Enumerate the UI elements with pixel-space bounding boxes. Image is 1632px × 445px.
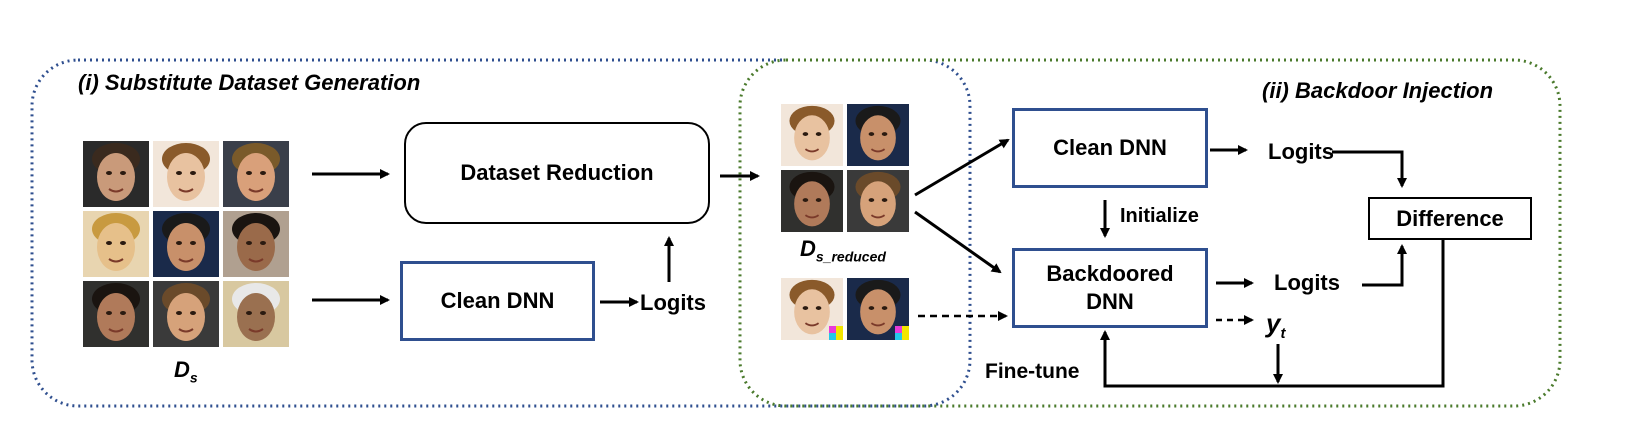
yt-label: yt bbox=[1266, 308, 1286, 343]
logits-bottom-label: Logits bbox=[1274, 270, 1340, 295]
trigger-patch-icon bbox=[829, 326, 843, 340]
dataset-reduction-box: Dataset Reduction bbox=[404, 122, 710, 224]
arrow-reduced-to-backdoored-dnn bbox=[914, 210, 1002, 274]
difference-label: Difference bbox=[1396, 205, 1504, 231]
ds-label: Ds bbox=[174, 357, 198, 386]
face-thumbnail bbox=[153, 281, 219, 347]
left-region-border bbox=[30, 58, 972, 408]
initialize-label: Initialize bbox=[1120, 205, 1199, 227]
face-thumbnail bbox=[223, 141, 289, 207]
ds-reduced-label: Ds_reduced bbox=[800, 236, 886, 265]
face-thumbnail bbox=[83, 211, 149, 277]
clean-dnn-right-box: Clean DNN bbox=[1012, 108, 1208, 188]
face-thumbnail bbox=[223, 281, 289, 347]
logits-left-label: Logits bbox=[640, 290, 706, 315]
face-thumbnail bbox=[153, 211, 219, 277]
arrow-reduced-to-clean-dnn bbox=[914, 138, 1010, 197]
face-thumbnail bbox=[223, 211, 289, 277]
logits-top-label: Logits bbox=[1268, 139, 1334, 164]
face-thumbnail bbox=[153, 141, 219, 207]
backdoored-dnn-box: Backdoored DNN bbox=[1012, 248, 1208, 328]
arrow-logits-bottom-to-difference bbox=[1362, 244, 1407, 287]
clean-dnn-left-label: Clean DNN bbox=[440, 288, 555, 313]
backdoored-dnn-label-line1: Backdoored bbox=[1046, 261, 1174, 286]
face-thumbnail bbox=[847, 278, 909, 340]
clean-dnn-left-box: Clean DNN bbox=[400, 261, 595, 341]
face-thumbnail bbox=[781, 104, 843, 166]
section-title-substitute-dataset: (i) Substitute Dataset Generation bbox=[78, 70, 421, 95]
right-region-border bbox=[738, 58, 1562, 408]
arrow-fine-tune-loop bbox=[1100, 240, 1445, 388]
arrow-logits-top-to-difference bbox=[1332, 150, 1407, 188]
trigger-patch-icon bbox=[895, 326, 909, 340]
section-title-backdoor-injection: (ii) Backdoor Injection bbox=[1262, 78, 1494, 103]
dataset-reduction-label: Dataset Reduction bbox=[460, 160, 654, 185]
face-thumbnail bbox=[83, 281, 149, 347]
fine-tune-label: Fine-tune bbox=[985, 360, 1080, 383]
face-thumbnail bbox=[781, 278, 843, 340]
clean-dnn-right-label: Clean DNN bbox=[1053, 135, 1167, 160]
face-thumbnail bbox=[847, 104, 909, 166]
difference-box: Difference bbox=[1368, 197, 1532, 240]
face-thumbnail bbox=[83, 141, 149, 207]
face-thumbnail bbox=[781, 170, 843, 232]
face-thumbnail bbox=[847, 170, 909, 232]
backdoored-dnn-label-line2: DNN bbox=[1086, 289, 1134, 314]
